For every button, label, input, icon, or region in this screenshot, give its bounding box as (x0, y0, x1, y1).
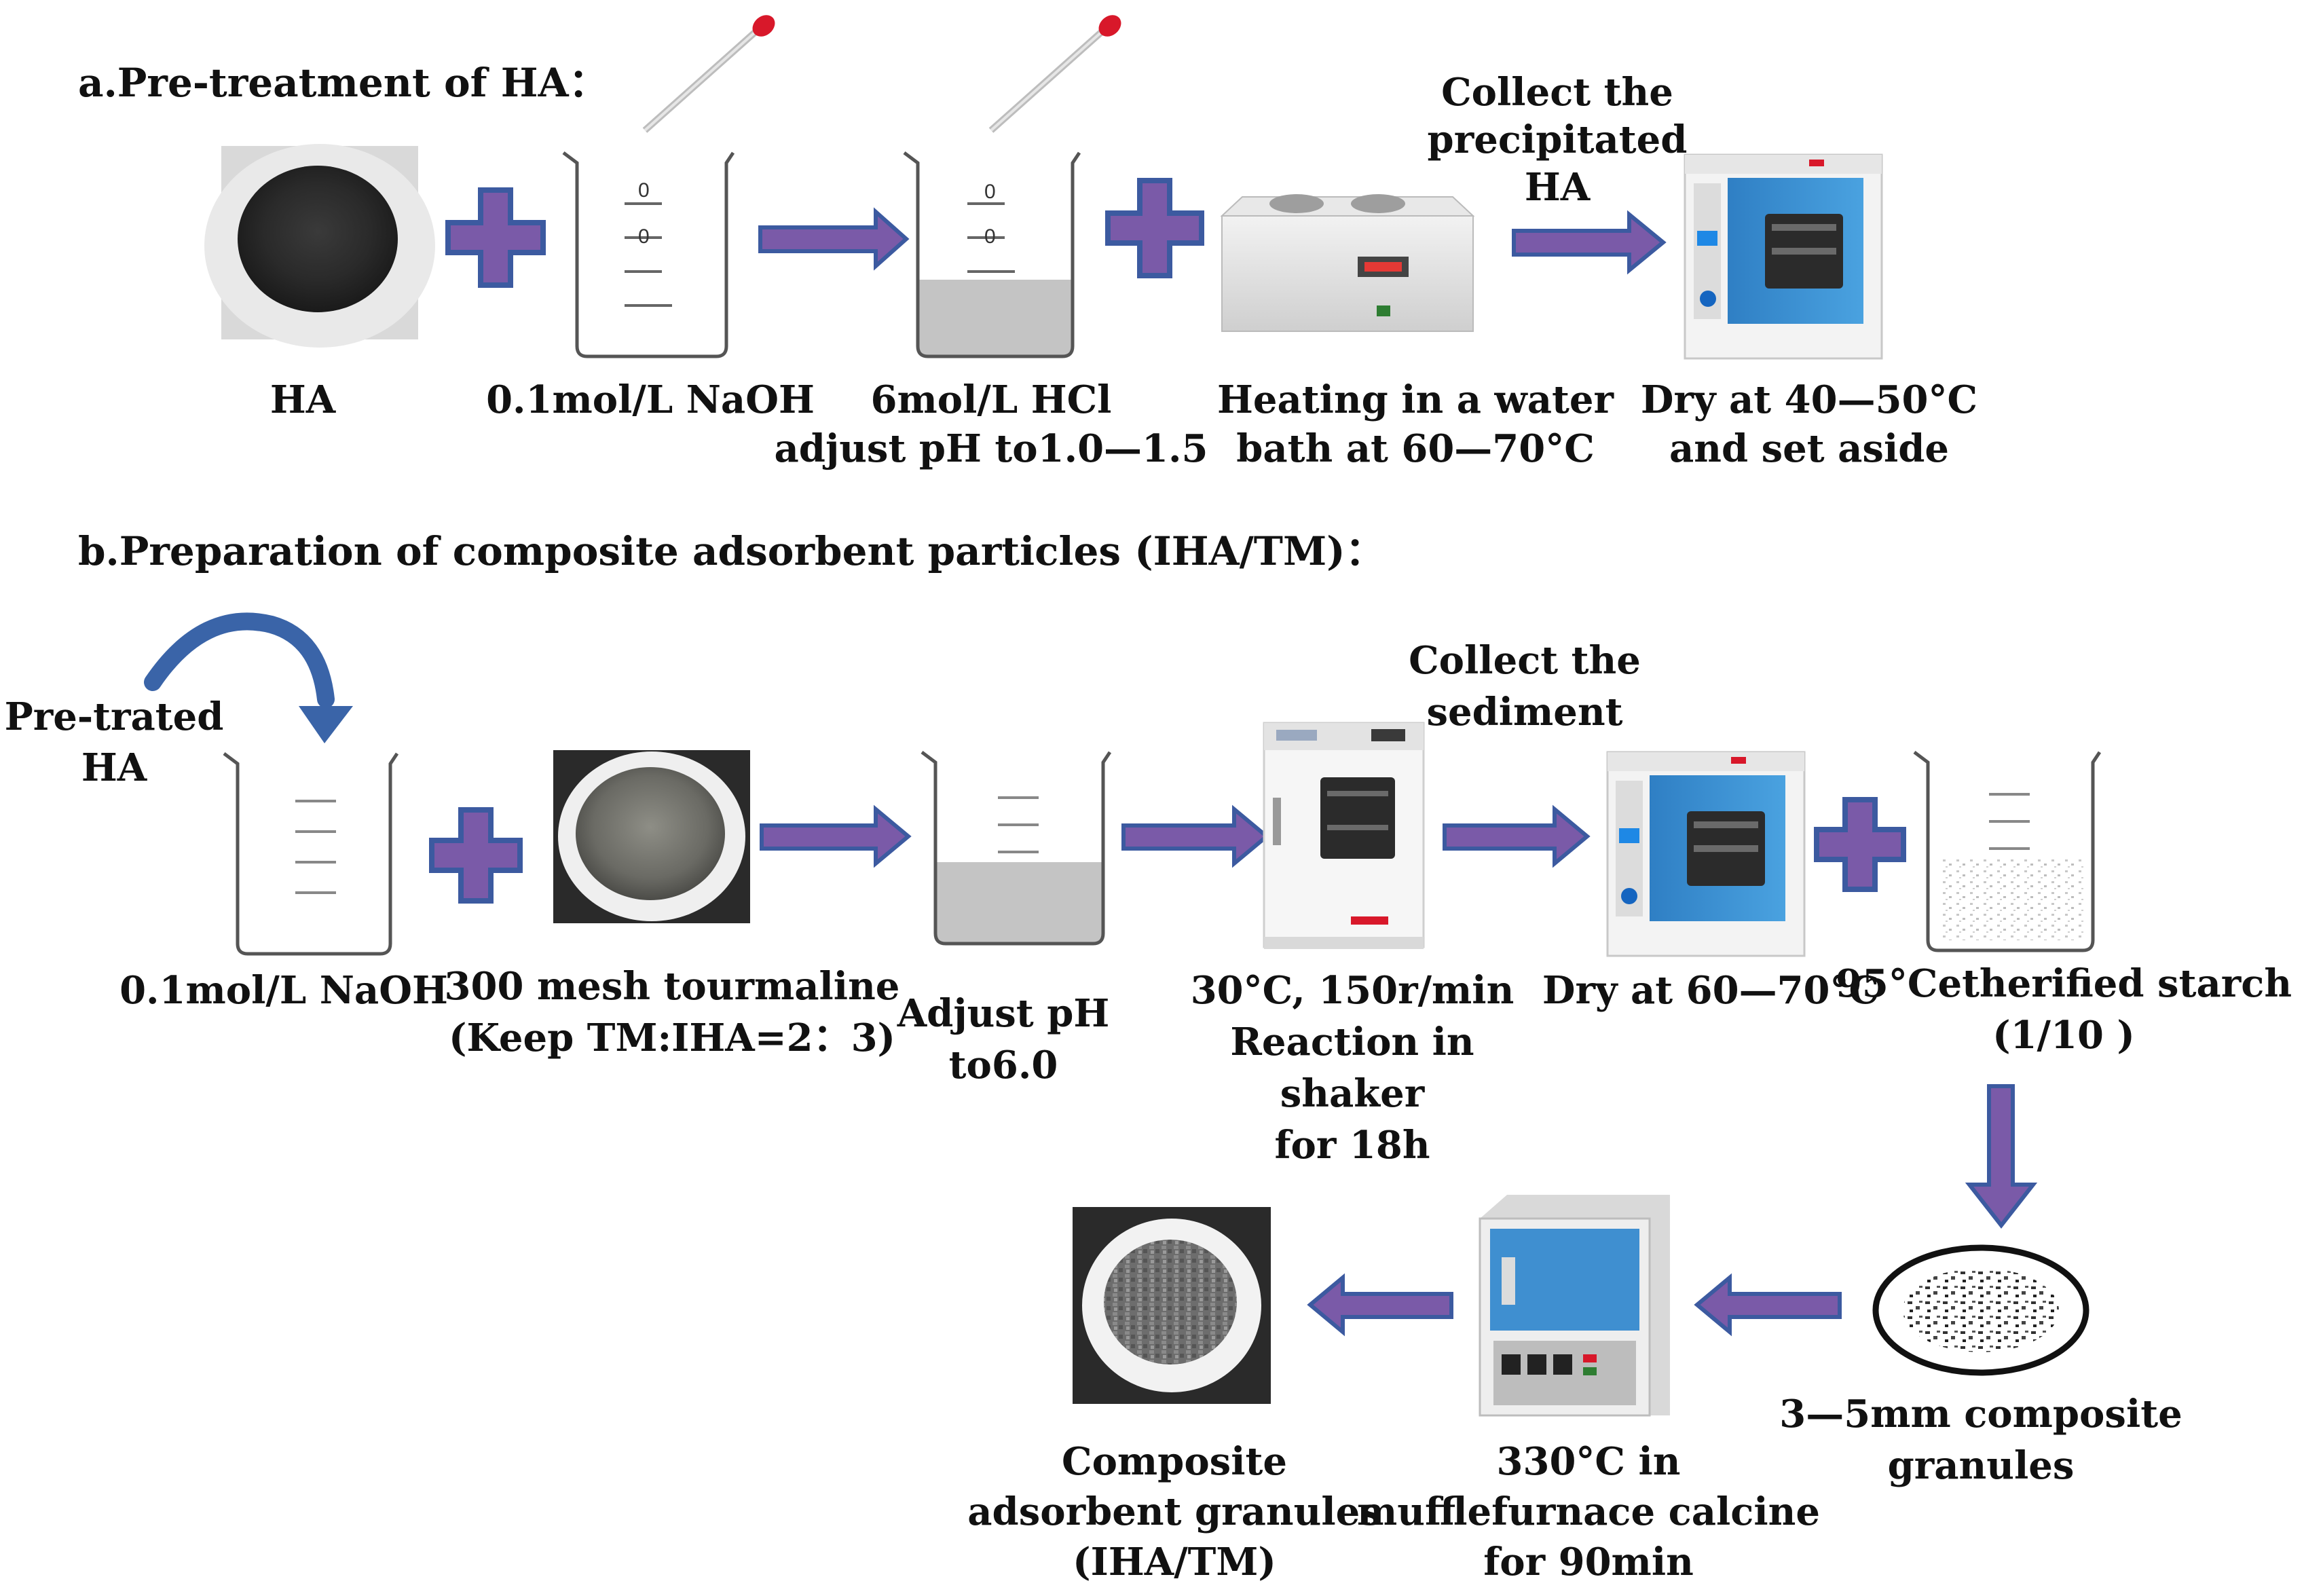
plus-icon (445, 187, 546, 288)
adjust-ph-label: Adjust pH (897, 991, 1110, 1036)
shaker-incubator-icon (1263, 722, 1425, 949)
hcl-label: adjust pH to1.0—1.5 (775, 426, 1208, 471)
svg-text:0: 0 (638, 179, 650, 202)
plus-icon (429, 807, 523, 904)
section-a-title: a.Pre-treatment of HA： (78, 60, 608, 106)
tourmaline-label: 300 mesh tourmaline (445, 964, 900, 1009)
drying-oven-icon (1606, 751, 1806, 957)
naoh-label: 0.1mol/L NaOH (486, 377, 815, 422)
starch-label: (1/10 ) (1992, 1013, 2135, 1058)
ha-powder-photo (204, 144, 435, 348)
dry-a-label: Dry at 40—50°C (1641, 377, 1977, 422)
hcl-label: 6mol/L HCl (871, 377, 1112, 422)
arrow-down-icon (1965, 1084, 2038, 1229)
tourmaline-label: (Keep TM:IHA=2：3) (449, 1016, 895, 1060)
granules-label: 3—5mm composite (1779, 1392, 2182, 1436)
svg-text:0: 0 (984, 181, 996, 203)
adjust-ph-label: to6.0 (949, 1043, 1058, 1088)
starch-beaker-icon (1913, 751, 2102, 952)
collect-sediment-label: Collect the (1409, 638, 1641, 683)
arrow-left-icon (1694, 1273, 1842, 1337)
shaker-label: 30°C, 150r/min (1191, 968, 1515, 1013)
muffle-furnace-icon (1479, 1195, 1670, 1417)
arrow-right-icon (760, 804, 912, 868)
collect-precipitated-label: precipitated (1428, 117, 1688, 162)
section-b-title: b.Preparation of composite adsorbent par… (78, 528, 1385, 574)
water-bath-icon (1220, 194, 1475, 332)
dry-b-label: Dry at 60—70°C (1542, 968, 1879, 1013)
dry-a-label: and set aside (1669, 426, 1949, 471)
water-bath-label: Heating in a water (1217, 377, 1615, 422)
composite-granules-icon (1872, 1244, 2089, 1376)
svg-text:0: 0 (984, 225, 996, 248)
arrow-right-icon (1512, 210, 1667, 275)
naoh-b-label: 0.1mol/L NaOH (119, 968, 448, 1013)
granules-label: granules (1888, 1443, 2075, 1488)
furnace-label: mufflefurnace calcine (1357, 1489, 1820, 1534)
svg-text:0: 0 (638, 225, 650, 248)
pretrated-ha-label: HA (81, 745, 148, 790)
arrow-right-icon (1121, 804, 1270, 868)
ph-beaker-icon (921, 751, 1112, 946)
pretrated-ha-label: Pre-trated (5, 694, 224, 739)
drying-oven-icon (1684, 153, 1883, 360)
furnace-label: for 90min (1483, 1540, 1694, 1584)
composite-adsorbent-photo (1073, 1207, 1271, 1404)
water-bath-label: bath at 60—70°C (1236, 426, 1595, 471)
product-label: adsorbent granules (967, 1489, 1381, 1534)
arrow-left-icon (1307, 1273, 1453, 1337)
collect-precipitated-label: Collect the (1441, 70, 1673, 115)
shaker-label: for 18h (1274, 1123, 1430, 1168)
starch-label: 95°Cetherified starch (1836, 961, 2292, 1006)
collect-sediment-label: sediment (1426, 690, 1622, 735)
hcl-beaker-icon: 0 0 (903, 151, 1081, 358)
tourmaline-powder-photo (553, 750, 750, 923)
plus-icon (1105, 178, 1204, 278)
dropper-icon (642, 15, 775, 133)
ha-label: HA (270, 377, 337, 422)
dropper-icon (988, 15, 1121, 133)
naoh-beaker-icon: 0 0 (562, 151, 735, 358)
collect-precipitated-label: HA (1525, 165, 1591, 210)
arrow-right-icon (1443, 804, 1591, 868)
furnace-label: 330°C in (1497, 1439, 1681, 1484)
shaker-label: Reaction in (1230, 1020, 1474, 1064)
naoh-beaker-icon (223, 752, 399, 956)
shaker-label: shaker (1280, 1071, 1426, 1116)
arrow-right-icon (758, 207, 910, 271)
plus-icon (1814, 797, 1906, 892)
curved-arrow-icon (144, 612, 353, 743)
product-label: (IHA/TM) (1073, 1540, 1276, 1584)
product-label: Composite (1062, 1439, 1287, 1484)
